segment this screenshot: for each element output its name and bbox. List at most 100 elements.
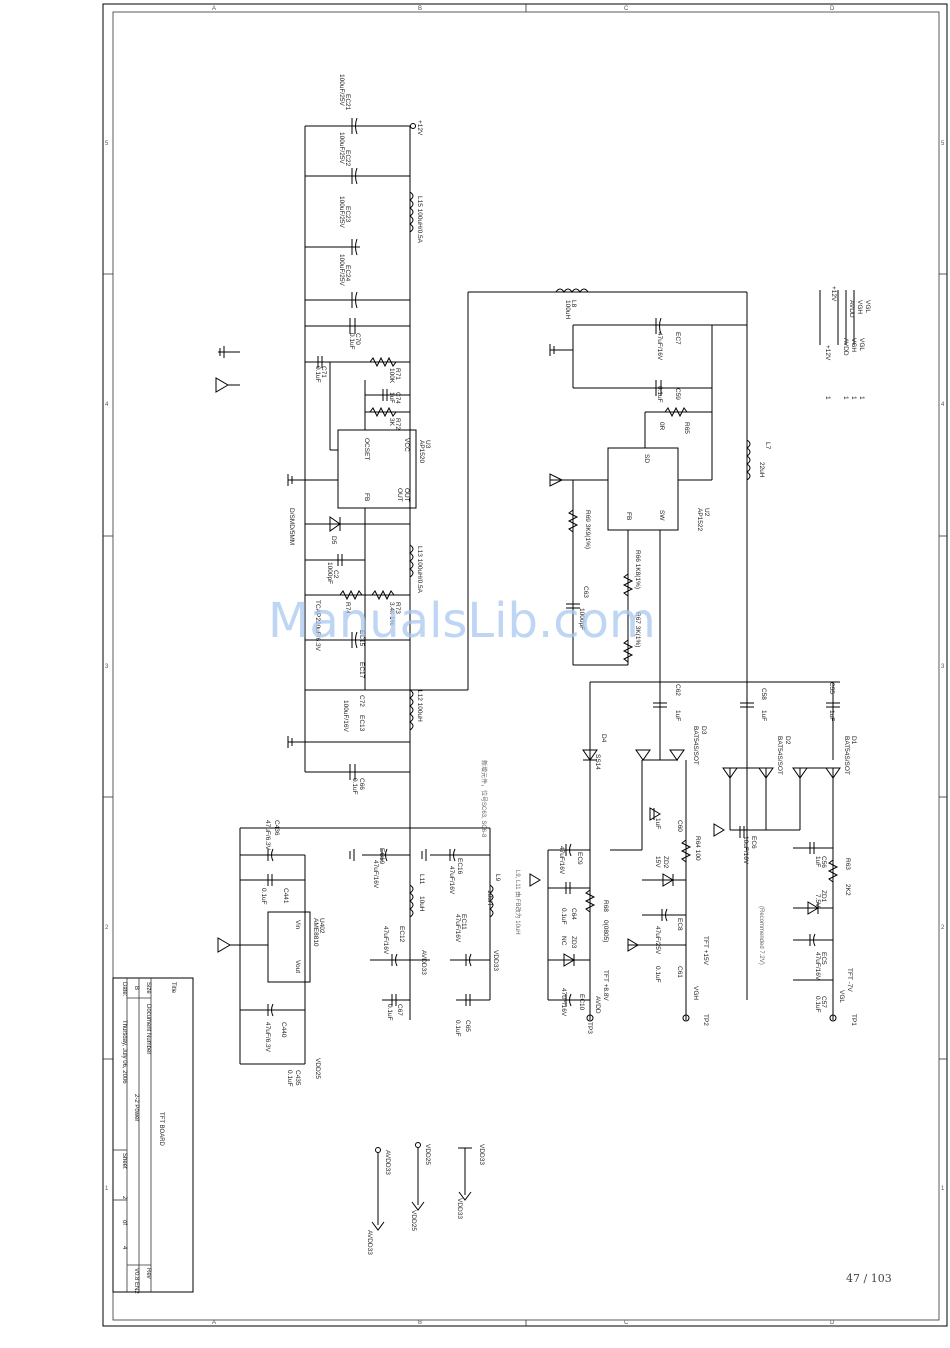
- part-value-c65: 0.1uF: [454, 1020, 461, 1037]
- part-label-tp3: TP3: [586, 1022, 593, 1034]
- ic-u3: [337, 429, 417, 509]
- net-label-tft-p15: TFT +15V: [702, 936, 709, 966]
- part-value-r65: 0R: [658, 422, 665, 431]
- watermark-text: ManualsLib.com: [268, 593, 656, 649]
- zone-label: 5: [105, 141, 109, 147]
- part-label-c441: C441: [282, 888, 289, 904]
- pin-label: SD: [643, 454, 650, 463]
- part-label-r66: R66 1K8(1%): [634, 550, 641, 589]
- part-value-c74: 1uF: [388, 392, 395, 403]
- zone-label: D: [830, 1320, 835, 1326]
- page-number: 47 / 103: [846, 1272, 892, 1285]
- part-label-r63: R63: [844, 858, 851, 870]
- part-value-ec12: 47uF/16V: [382, 926, 389, 955]
- docnum-value: 2-2 Power: [133, 1094, 139, 1121]
- part-label-r67: R67 3K(1%): [634, 612, 641, 647]
- part-label-zd1: ZD1: [820, 890, 827, 903]
- net-label-p12: +12V: [824, 345, 831, 361]
- zone-label: 2: [105, 925, 109, 931]
- ground-icon: [549, 473, 564, 487]
- part-value-ec15: TCAP220uF/6.3V: [314, 600, 321, 652]
- part-label-c59: C59: [674, 388, 681, 400]
- part-label-ec5: EC5: [820, 952, 827, 965]
- net-label-tft-m7: TFT -7V: [846, 968, 853, 992]
- pin-label: OUT: [403, 488, 410, 502]
- part-label-ec8: EC8: [676, 918, 683, 931]
- title-label: Title: [170, 982, 176, 994]
- part-value-c59: 0.1uF: [656, 386, 663, 403]
- part-label-u2: U2: [703, 508, 710, 517]
- ground-icon: [287, 474, 338, 486]
- annotation-recommended: (Recommended 7.2V): [758, 906, 764, 965]
- net-label-vdd33: VDD33: [456, 1198, 463, 1219]
- part-label-c64: C64: [570, 908, 577, 920]
- part-value-ec9: 47uF/16V: [558, 846, 565, 875]
- part-label-c55: C55: [828, 682, 835, 694]
- part-label-c71: C71: [320, 366, 327, 378]
- part-label-tp1: TP1: [850, 1014, 857, 1026]
- part-value-ec24: 100uF/25V: [338, 254, 345, 286]
- ground-icon: [421, 849, 427, 861]
- part-label-d2: D2: [784, 736, 791, 745]
- pin-label: SW: [658, 510, 665, 521]
- test-point-tp3: [586, 1014, 594, 1022]
- net-label-avdd33: AVDD33: [384, 1150, 391, 1175]
- net-label-tft-88: TFT +8.8V: [602, 970, 609, 1001]
- part-label-ec24: EC24: [344, 265, 351, 282]
- part-value-ec22: 100uF/25V: [338, 132, 345, 164]
- part-label-ec7: EC7: [674, 332, 681, 345]
- part-value-c440: 47uF/6.3V: [264, 1022, 271, 1053]
- zone-label: A: [212, 6, 216, 12]
- test-point-tp2: [682, 1014, 690, 1022]
- part-value-u3: AP1520: [418, 440, 425, 464]
- part-value-ec19: 47uF/16V: [372, 860, 379, 889]
- part-label-r65: R65: [683, 422, 690, 434]
- ground-icon: [215, 377, 240, 393]
- net-label-vgl: VGL: [838, 990, 845, 1003]
- part-label-c66: C66: [358, 778, 365, 790]
- annotation-cn-top: 新增元件，位号SC63, SC6-8: [480, 760, 488, 838]
- part-label-c58: C58: [760, 688, 767, 700]
- part-label-c62: C62: [674, 684, 681, 696]
- part-label-l12: L12 100uH: [416, 690, 423, 722]
- input-rail-section: +12V L15 100uH/0.5A EC21 100uF/25V EC22 …: [215, 74, 747, 1020]
- part-value-ec7: 47uF/16V: [656, 332, 663, 361]
- sheet-border: [102, 3, 948, 1327]
- part-value-ec6: 10uF/16V: [742, 836, 749, 865]
- zone-label: B: [418, 6, 422, 12]
- part-label-r68: R68: [602, 900, 609, 912]
- part-value-r72: 3K: [388, 418, 395, 427]
- zone-label: 4: [941, 402, 945, 408]
- part-label-l8: L8: [570, 300, 577, 308]
- net-label-vdd25: VDD25: [410, 1210, 417, 1231]
- ground-icon: [627, 938, 639, 952]
- pin-label: VCC: [403, 438, 410, 452]
- part-value-ec8: 47uF/25V: [654, 926, 661, 955]
- net-label-avdd: AVDD: [594, 996, 601, 1014]
- ground-icon: [287, 736, 305, 748]
- part-value-c64: 0.1uF: [560, 908, 567, 925]
- part-label-ec10: EC10: [578, 994, 585, 1011]
- net-label-vin: +12V: [416, 120, 423, 136]
- net-label-vgh: VGH: [850, 338, 857, 352]
- part-value-ec21: 100uF/25V: [338, 74, 345, 106]
- annotation-cn-bottom: L9, L11 由 FB改为 10uH: [514, 870, 522, 935]
- part-label-ec16: EC16: [456, 858, 463, 875]
- part-value-l7: 22uH: [758, 462, 765, 478]
- part-label-c70: C70: [354, 333, 361, 345]
- part-value-zd3: NC: [560, 936, 567, 946]
- part-label-c56: C56: [820, 856, 827, 868]
- rev-value: V0.8 EN2: [133, 1268, 139, 1294]
- pin-label: Vin: [294, 920, 301, 930]
- part-value-ec23: 100uF/25V: [338, 196, 345, 228]
- part-value-zd2: 15V: [654, 856, 661, 868]
- part-value-c70: 0.1uF: [348, 333, 355, 350]
- part-label-c67: C67: [396, 1004, 403, 1016]
- date-label: Date:: [121, 982, 127, 997]
- part-value-l8: 100uH: [564, 300, 571, 319]
- part-label-l9: L9: [494, 874, 501, 882]
- docnum-label: Document Number: [145, 1004, 151, 1054]
- pin-label: Vout: [294, 960, 301, 973]
- part-label-l13: L13 100uH/0.5A: [416, 546, 423, 594]
